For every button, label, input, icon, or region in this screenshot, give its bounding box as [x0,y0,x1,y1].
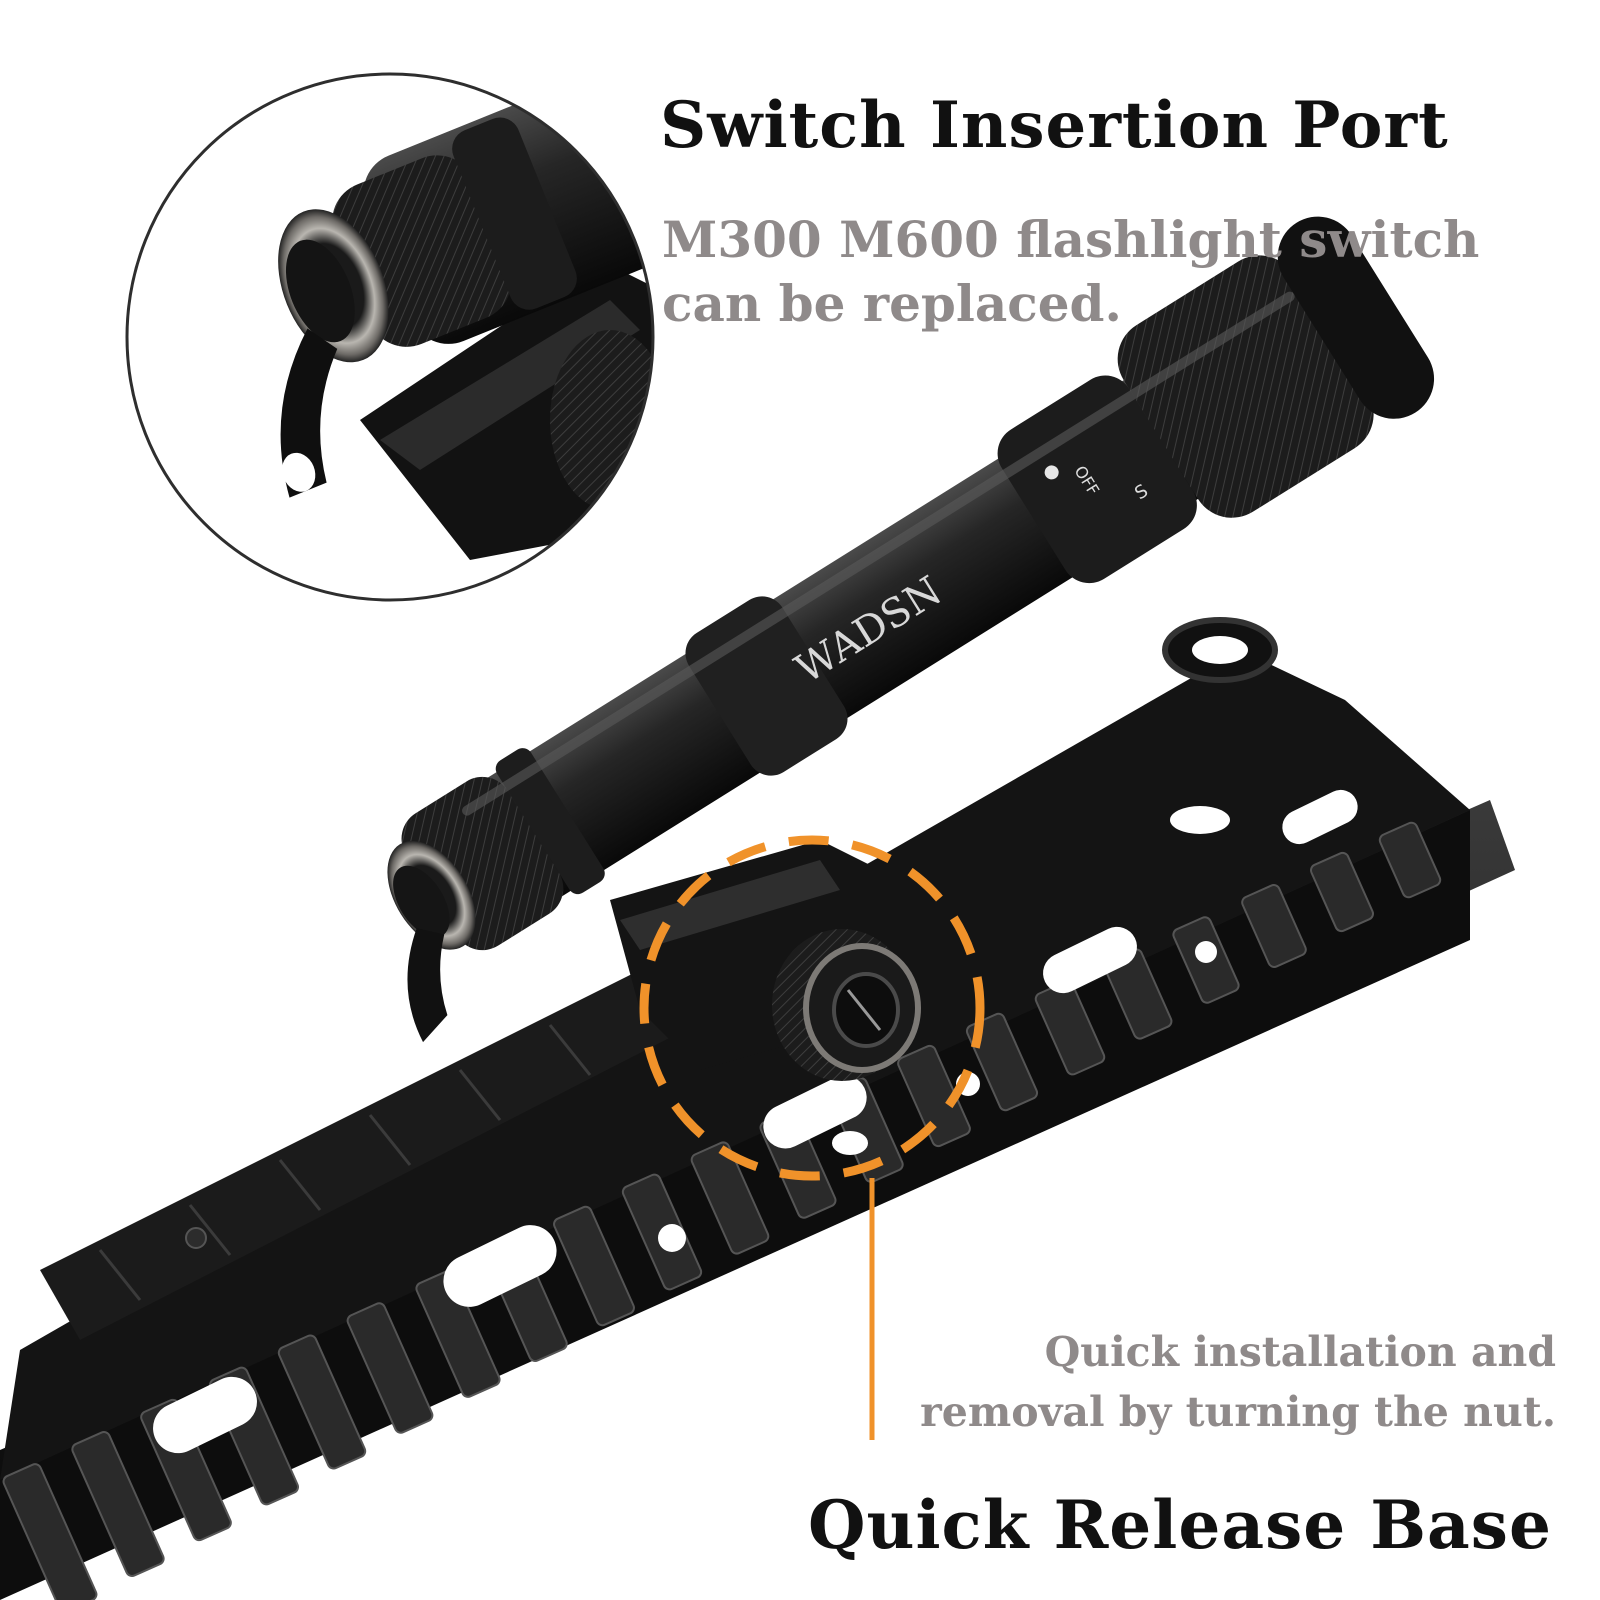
highlight-circle [639,835,985,1181]
quick-release-base-title: Quick Release Base [808,1486,1552,1564]
flashlight: WADSN OFF S [387,216,1435,1081]
switch-port-subtitle: M300 M600 flashlight switch can be repla… [662,208,1479,336]
switch-port-subtitle-line: can be replaced. [662,274,1122,333]
release-nut [772,929,921,1081]
switch-port-title: Switch Insertion Port [660,88,1449,163]
quick-install-note: Quick installation and removal by turnin… [920,1322,1556,1442]
quick-install-note-line: Quick installation and [1044,1328,1556,1376]
quick-install-note-line: removal by turning the nut. [920,1388,1556,1436]
switch-port-subtitle-line: M300 M600 flashlight switch [662,210,1480,269]
